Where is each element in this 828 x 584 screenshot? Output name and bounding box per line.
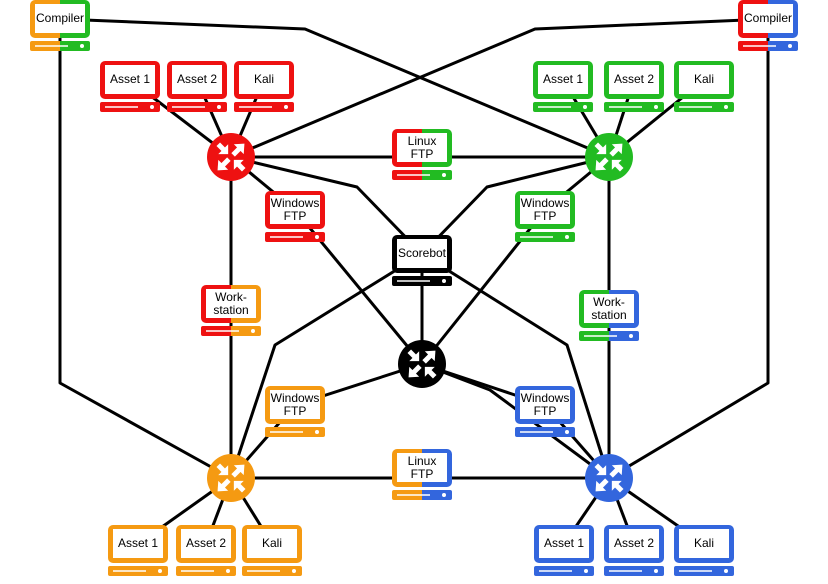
green-asset2-computer-icon: Asset 2 [604,61,664,112]
network-link [420,155,610,256]
workstation-left-computer-icon: Work-station [201,285,261,336]
network-link [58,19,232,480]
router-blue-icon [585,454,633,502]
computer-label-line: FTP [284,404,307,418]
computer-label: Work-station [591,295,626,322]
computer-label-line: Work- [215,290,247,304]
computer-label-line: Asset 2 [177,72,217,86]
computer-label-line: Compiler [36,11,84,25]
network-link [230,155,424,256]
computer-label-line: Kali [262,536,282,550]
green-asset1-computer-icon: Asset 1 [533,61,593,112]
computer-label-line: Windows [521,391,570,405]
red-kali-computer-icon: Kali [234,61,294,112]
router-green-icon [585,133,633,181]
computer-label: Scorebot [398,246,447,260]
computer-label-line: Asset 1 [110,72,150,86]
computer-label-line: Windows [521,196,570,210]
computer-label: Kali [254,72,274,86]
computer-label: Work-station [213,290,248,317]
router-center-icon [398,340,446,388]
workstation-right-computer-icon: Work-station [579,290,639,341]
computer-label-line: FTP [411,467,434,481]
orange-asset2-computer-icon: Asset 2 [176,525,236,576]
computer-label-line: station [213,303,248,317]
blue-asset2-computer-icon: Asset 2 [604,525,664,576]
computer-label-line: Linux [408,454,437,468]
computer-label: Asset 1 [110,72,150,86]
computer-label-line: Asset 1 [543,72,583,86]
computer-label: Kali [694,72,714,86]
computer-label-line: Work- [593,295,625,309]
router-red-icon [207,133,255,181]
network-link [59,17,610,159]
computer-label: Asset 2 [186,536,226,550]
network-link [229,252,423,479]
green-kali-computer-icon: Kali [674,61,734,112]
computer-label: Compiler [36,11,84,25]
computer-label: Asset 2 [614,72,654,86]
computer-label-line: Asset 2 [614,72,654,86]
computer-label-line: Kali [694,536,714,550]
blue-asset1-computer-icon: Asset 1 [534,525,594,576]
network-link [421,252,611,479]
network-link [230,17,769,159]
orange-kali-computer-icon: Kali [242,525,302,576]
computer-label-line: Compiler [744,11,792,25]
scorebot-computer-icon: Scorebot [392,235,452,286]
computer-label-line: Asset 2 [614,536,654,550]
computer-label-line: Windows [271,391,320,405]
computer-label: Asset 1 [544,536,584,550]
computer-label-line: Scorebot [398,246,447,260]
computer-label: Asset 1 [543,72,583,86]
red-asset1-computer-icon: Asset 1 [100,61,160,112]
computer-label-line: Linux [408,134,437,148]
red-asset2-computer-icon: Asset 2 [167,61,227,112]
blue-kali-computer-icon: Kali [674,525,734,576]
network-link [608,19,770,480]
computer-label-line: Kali [254,72,274,86]
computer-label-line: FTP [534,209,557,223]
router-orange-icon [207,454,255,502]
computer-label-line: Asset 1 [118,536,158,550]
computer-label: Compiler [744,11,792,25]
computer-label: Kali [694,536,714,550]
computer-label: Asset 2 [614,536,654,550]
computer-label-line: Asset 2 [186,536,226,550]
computer-label-line: station [591,308,626,322]
computer-label: Asset 1 [118,536,158,550]
computer-label: Kali [262,536,282,550]
orange-asset1-computer-icon: Asset 1 [108,525,168,576]
computer-label-line: Kali [694,72,714,86]
compiler-tl-computer-icon: Compiler [30,0,90,51]
computer-label-line: FTP [411,147,434,161]
computer-label-line: FTP [534,404,557,418]
computer-label-line: FTP [284,209,307,223]
compiler-tr-computer-icon: Compiler [738,0,798,51]
computer-label-line: Asset 1 [544,536,584,550]
computer-label-line: Windows [271,196,320,210]
computer-label: Asset 2 [177,72,217,86]
network-link [421,362,610,480]
